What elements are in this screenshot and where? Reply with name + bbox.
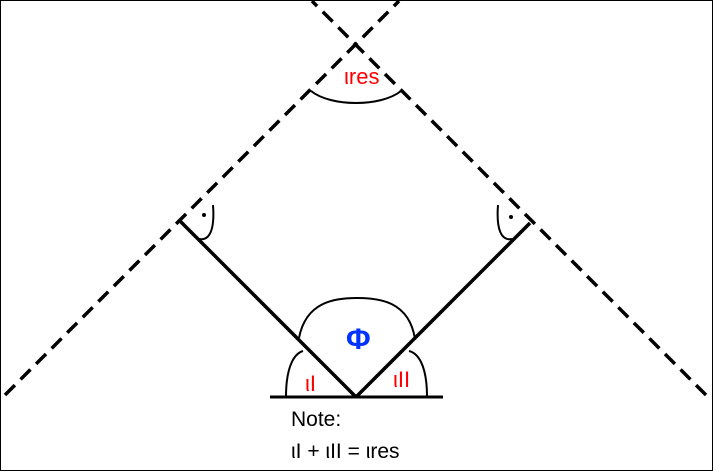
angle-one-arc <box>285 350 304 398</box>
right-angle-right-arc <box>496 204 513 241</box>
right-angle-right-dot <box>509 215 513 219</box>
resultant-angle-label: ιres <box>344 64 380 89</box>
phi-label: Φ <box>346 323 371 356</box>
phi-arc <box>298 296 416 340</box>
resultant-arc <box>310 90 402 104</box>
right-angle-left-arc <box>198 204 215 241</box>
dashed-line-right <box>310 1 708 397</box>
note-title: Note: <box>291 408 342 431</box>
dashed-line-left <box>3 1 401 397</box>
solid-line-left <box>178 219 358 399</box>
solid-line-right <box>354 221 532 399</box>
note-formula: ιI + ιII = ιres <box>291 440 400 463</box>
angle-two-label: ιII <box>393 367 411 392</box>
angle-one-label: ιI <box>305 371 316 396</box>
angle-two-arc <box>408 350 428 398</box>
right-angle-left-dot <box>202 213 206 217</box>
